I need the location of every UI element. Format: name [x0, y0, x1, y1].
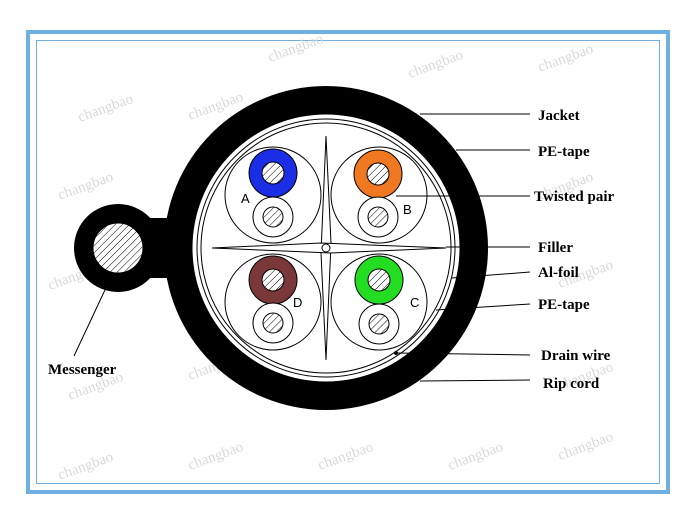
label-rip-cord: Rip cord: [543, 376, 600, 392]
filler-cross: [211, 135, 447, 361]
pair-d-letter: D: [293, 295, 302, 310]
label-filler: Filler: [538, 240, 573, 256]
pair-c-boundary: [330, 253, 428, 351]
pair-a-letter: A: [241, 191, 250, 206]
watermark: changbao: [56, 449, 115, 484]
watermark: changbao: [536, 41, 595, 76]
watermark: changbao: [446, 439, 505, 474]
pair-d: D: [248, 255, 302, 344]
label-messenger: Messenger: [48, 362, 117, 378]
outer-frame: [26, 30, 670, 494]
pair-c-letter: C: [410, 295, 419, 310]
pair-a: A: [241, 148, 298, 238]
watermark: changbao: [266, 31, 325, 66]
watermark: changbao: [406, 47, 465, 82]
watermark: changbao: [316, 439, 375, 474]
label-drain-wire: Drain wire: [541, 348, 611, 364]
pair-b: B: [353, 149, 412, 238]
label-pe-tape-outer: PE-tape: [538, 144, 590, 160]
leader-lines: [73, 113, 531, 382]
pair-d-boundary: [224, 253, 322, 351]
label-twisted-pair: Twisted pair: [534, 189, 614, 205]
label-pe-tape-inner: PE-tape: [538, 297, 590, 313]
label-al-foil: Al-foil: [538, 265, 579, 281]
pair-c: C: [354, 255, 419, 345]
watermark: changbao: [56, 169, 115, 204]
inner-frame: [36, 40, 660, 484]
watermark: changbao: [186, 439, 245, 474]
pair-b-letter: B: [403, 202, 412, 217]
label-jacket: Jacket: [538, 108, 580, 124]
watermark: changbao: [556, 429, 615, 464]
pe-tape-inner: [200, 122, 452, 374]
pair-a-boundary: [224, 146, 322, 244]
al-foil: [196, 118, 456, 378]
pair-b-boundary: [330, 146, 428, 244]
watermark: changbao: [76, 91, 135, 126]
